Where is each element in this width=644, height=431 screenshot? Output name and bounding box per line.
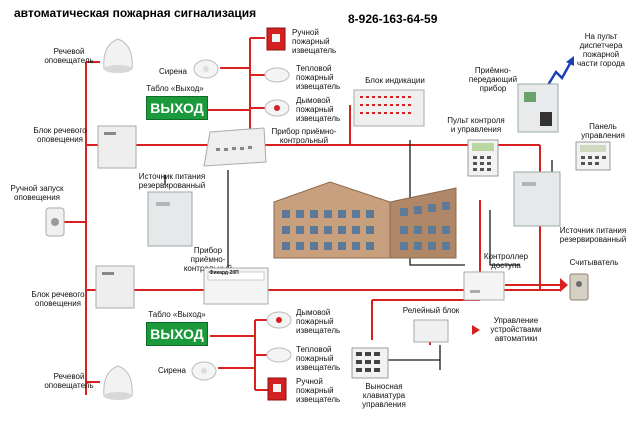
control-panel-label: Панель управления: [581, 122, 625, 140]
control-console-icon: [467, 139, 499, 177]
heat-detector-bottom-icon: [266, 347, 292, 363]
radio-link: [546, 59, 574, 86]
transceiver-icon: [517, 83, 559, 133]
speech-block-bottom-label: Блок речевого оповещения: [31, 290, 85, 308]
remote-keyboard-label: Выносная клавиатура управления: [362, 382, 406, 409]
manual-detector-bottom-label: Ручной пожарный извещатель: [296, 377, 341, 404]
speech-notifier-bottom-icon: [103, 365, 133, 400]
building-icon: [273, 181, 457, 259]
speech-notifier-bottom-label: Речевой оповещатель: [44, 372, 94, 390]
control-console-label: Пульт контроля и управления: [447, 116, 505, 134]
speech-block-bottom-icon: [95, 265, 135, 309]
backup-power-left-icon: [147, 191, 193, 247]
siren-bottom-label: Сирена: [157, 366, 186, 375]
heat-detector-top-label: Тепловой пожарный извещатель: [296, 64, 341, 91]
radio-arrow: [566, 56, 574, 66]
heat-detector-bottom-label: Тепловой пожарный извещатель: [296, 345, 341, 372]
indication-block-label: Блок индикации: [365, 76, 425, 85]
control-device-mid-icon: [203, 267, 269, 305]
phone-number: 8-926-163-64-59: [348, 12, 438, 26]
siren-top-label: Сирена: [158, 67, 187, 76]
exit-sign-bottom: ВЫХОД: [146, 322, 208, 346]
manual-start-icon: [45, 207, 65, 237]
smoke-detector-bottom-icon: [266, 311, 292, 329]
reader-icon: [569, 273, 589, 301]
smoke-detector-bottom-label: Дымовой пожарный извещатель: [296, 308, 341, 335]
indication-block-icon: [353, 89, 425, 127]
smoke-detector-top-icon: [264, 99, 290, 117]
control-device-top-label: Прибор приёмно- контрольный: [271, 127, 337, 145]
manual-start-label: Ручной запуск оповещения: [10, 184, 64, 202]
remote-keyboard-icon: [351, 347, 389, 379]
smoke-detector-top-label: Дымовой пожарный извещатель: [296, 96, 341, 123]
manual-detector-top-label: Ручной пожарный извещатель: [292, 28, 337, 55]
reader-label: Считыватель: [569, 258, 619, 267]
manual-detector-top-icon: [266, 27, 286, 51]
relay-block-icon: [413, 319, 449, 343]
control-device-top-icon: [203, 127, 267, 167]
siren-top-icon: [193, 59, 219, 79]
manual-detector-bottom-icon: [267, 377, 287, 401]
heat-detector-top-icon: [264, 67, 290, 83]
speech-notifier-top-icon: [103, 38, 133, 73]
dispatcher-label: На пульт диспетчера пожарной части город…: [576, 32, 625, 68]
speech-block-top-icon: [97, 125, 137, 169]
relay-block-label: Релейный блок: [402, 306, 460, 315]
diagram-title: автоматическая пожарная сигнализация: [14, 6, 257, 20]
backup-power-left-label: Источник питания резервированный: [138, 172, 206, 190]
exit-sign-top-label: Табло «Выход»: [146, 84, 204, 93]
automation-control-label: Управление устройствами автоматики: [490, 316, 542, 343]
backup-power-right-icon: [513, 171, 561, 227]
backup-power-right-label: Источник питания резервированный: [559, 226, 627, 244]
transceiver-label: Приёмно- передающий прибор: [468, 66, 518, 93]
device-brand: Фикард-20П: [209, 270, 239, 276]
exit-sign-bottom-label: Табло «Выход»: [148, 310, 206, 319]
speech-block-top-label: Блок речевого оповещения: [33, 126, 87, 144]
speech-notifier-top-label: Речевой оповещатель: [44, 47, 94, 65]
exit-sign-top: ВЫХОД: [146, 96, 208, 120]
control-panel-icon: [575, 141, 611, 171]
siren-bottom-icon: [191, 361, 217, 381]
access-controller-label: Контроллер доступа: [483, 252, 529, 270]
arrows: [472, 278, 568, 335]
access-controller-icon: [463, 271, 505, 301]
